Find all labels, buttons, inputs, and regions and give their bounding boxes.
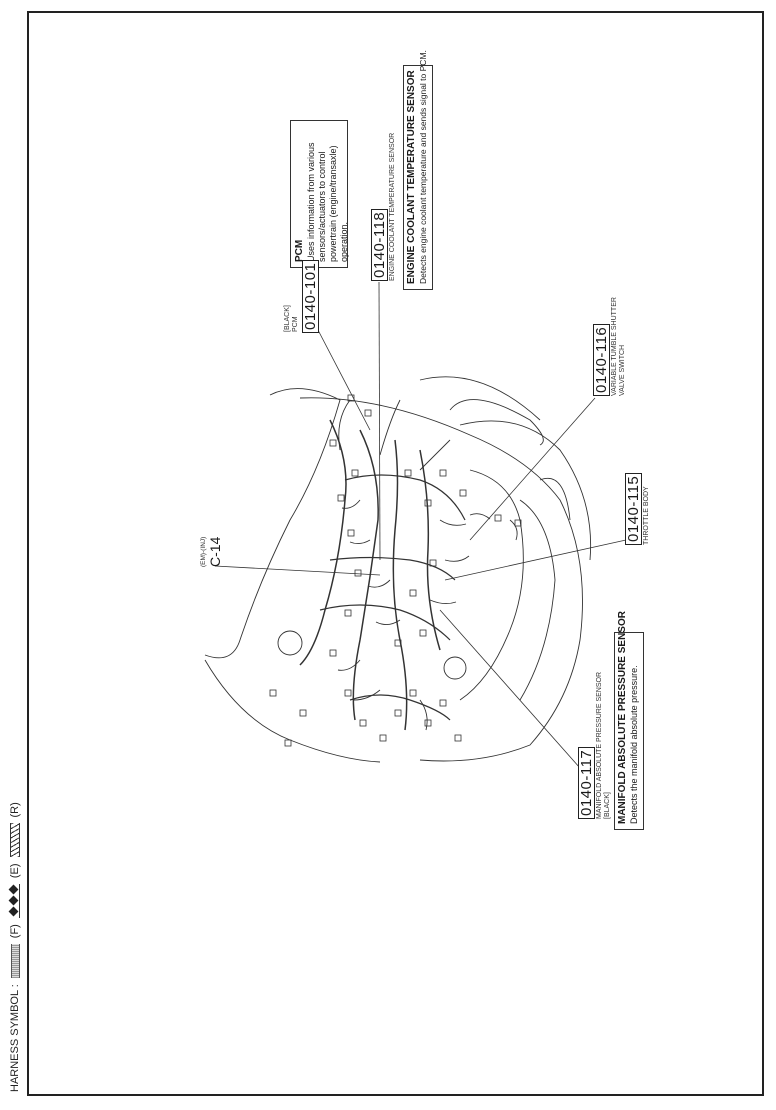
pcm-connector-name: PCM bbox=[292, 316, 299, 332]
map-connector-name: MANIFOLD ABSOLUTE PRESSURE SENSOR bbox=[596, 671, 603, 819]
connector-c14-label[interactable]: (EM)-(INJ) C-14 bbox=[200, 536, 223, 567]
ect-connector-code[interactable]: 0140-118 bbox=[371, 208, 388, 281]
vts-connector-name-line1: VARIABLE TUMBLE SHUTTER bbox=[611, 297, 618, 396]
connector-c14-code: C-14 bbox=[207, 536, 223, 567]
ect-info-title: ENGINE COOLANT TEMPERATURE SENSOR bbox=[406, 70, 417, 284]
vts-connector-code[interactable]: 0140-116 bbox=[593, 323, 610, 396]
map-info-box: MANIFOLD ABSOLUTE PRESSURE SENSOR Detect… bbox=[614, 611, 644, 830]
pcm-connector-color: [BLACK] bbox=[284, 305, 291, 332]
ect-connector-name: ENGINE COOLANT TEMPERATURE SENSOR bbox=[389, 132, 396, 281]
throttle-connector-code[interactable]: 0140-115 bbox=[625, 472, 642, 545]
vts-connector-name: VARIABLE TUMBLE SHUTTER VALVE SWITCH bbox=[611, 297, 627, 396]
pcm-connector-note: [BLACK] PCM bbox=[284, 305, 300, 332]
pcm-info-box: PCM Uses information from various sensor… bbox=[290, 120, 349, 268]
ect-info-box: ENGINE COOLANT TEMPERATURE SENSOR Detect… bbox=[403, 50, 433, 290]
pcm-info-text: Uses information from various sensors/ac… bbox=[306, 142, 349, 262]
pcm-info-title: PCM bbox=[294, 239, 305, 262]
vts-connector-name-line2: VALVE SWITCH bbox=[619, 344, 626, 396]
map-connector-color: [BLACK] bbox=[604, 792, 611, 819]
ect-info-text: Detects engine coolant temperature and s… bbox=[418, 50, 428, 284]
pcm-connector-code[interactable]: 0140-101 bbox=[302, 259, 319, 333]
map-info-text: Detects the manifold absolute pressure. bbox=[629, 665, 639, 824]
map-info-title: MANIFOLD ABSOLUTE PRESSURE SENSOR bbox=[617, 611, 628, 824]
map-connector-text: MANIFOLD ABSOLUTE PRESSURE SENSOR [BLACK… bbox=[596, 672, 612, 819]
throttle-connector-name: THROTTLE BODY bbox=[643, 486, 650, 545]
page-frame bbox=[27, 11, 764, 1096]
map-connector-code[interactable]: 0140-117 bbox=[578, 746, 595, 819]
